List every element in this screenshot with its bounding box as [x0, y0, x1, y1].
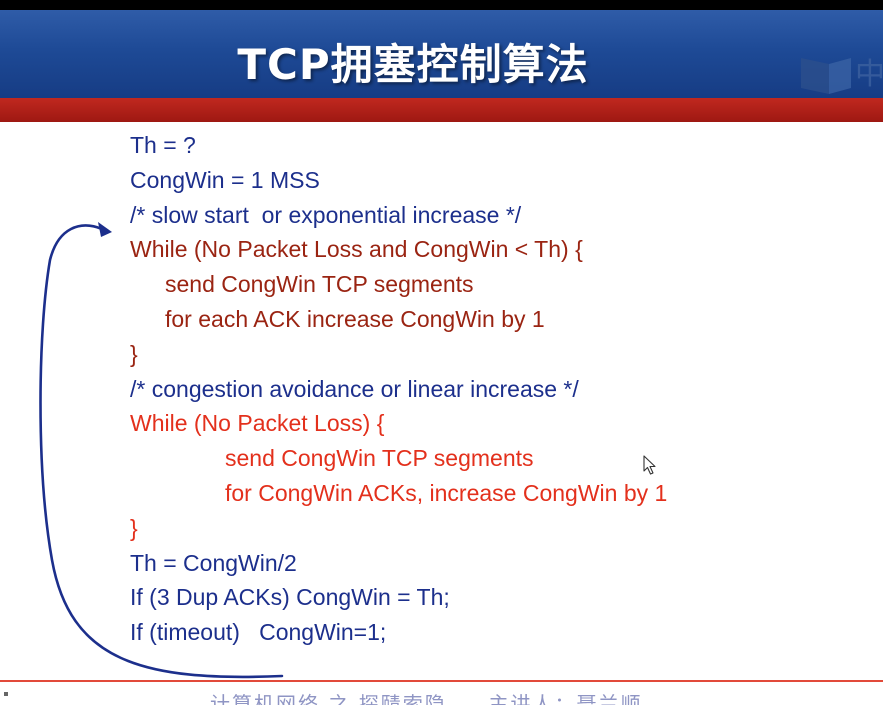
- code-line: If (3 Dup ACKs) CongWin = Th;: [130, 584, 450, 611]
- red-band: [0, 98, 883, 122]
- code-line: Th = ?: [130, 132, 196, 158]
- code-line: }: [130, 514, 138, 541]
- code-line: send CongWin TCP segments: [225, 445, 534, 472]
- code-line: /* congestion avoidance or linear increa…: [130, 375, 579, 402]
- code-line: /* slow start or exponential increase */: [130, 201, 522, 228]
- slide-title: TCP拥塞控制算法: [237, 40, 589, 89]
- code-line: for CongWin ACKs, increase CongWin by 1: [225, 479, 668, 506]
- footer-divider: [0, 680, 883, 682]
- code-line: for each ACK increase CongWin by 1: [165, 305, 545, 332]
- code-line: }: [130, 340, 138, 367]
- slide-footer: 计算机网络 之 探赜索隐 主讲人：聂兰顺: [210, 692, 643, 705]
- mouse-cursor-icon: [643, 455, 656, 475]
- code-line: Th = CongWin/2: [130, 549, 297, 576]
- code-line: While (No Packet Loss) {: [130, 410, 385, 437]
- book-logo-icon: 中: [801, 57, 883, 94]
- footer-mark: [4, 692, 8, 696]
- slide-header: TCP拥塞控制算法: [0, 10, 883, 98]
- pseudocode-block: Th = ? CongWin = 1 MSS /* slow start or ex…: [130, 128, 667, 650]
- code-line: While (No Packet Loss and CongWin < Th) …: [130, 236, 583, 263]
- code-line: CongWin = 1 MSS: [130, 166, 320, 193]
- top-black-bar: [0, 0, 883, 10]
- code-line: send CongWin TCP segments: [165, 271, 474, 298]
- logo-glyph: 中: [855, 57, 883, 92]
- code-line: If (timeout) CongWin=1;: [130, 619, 387, 646]
